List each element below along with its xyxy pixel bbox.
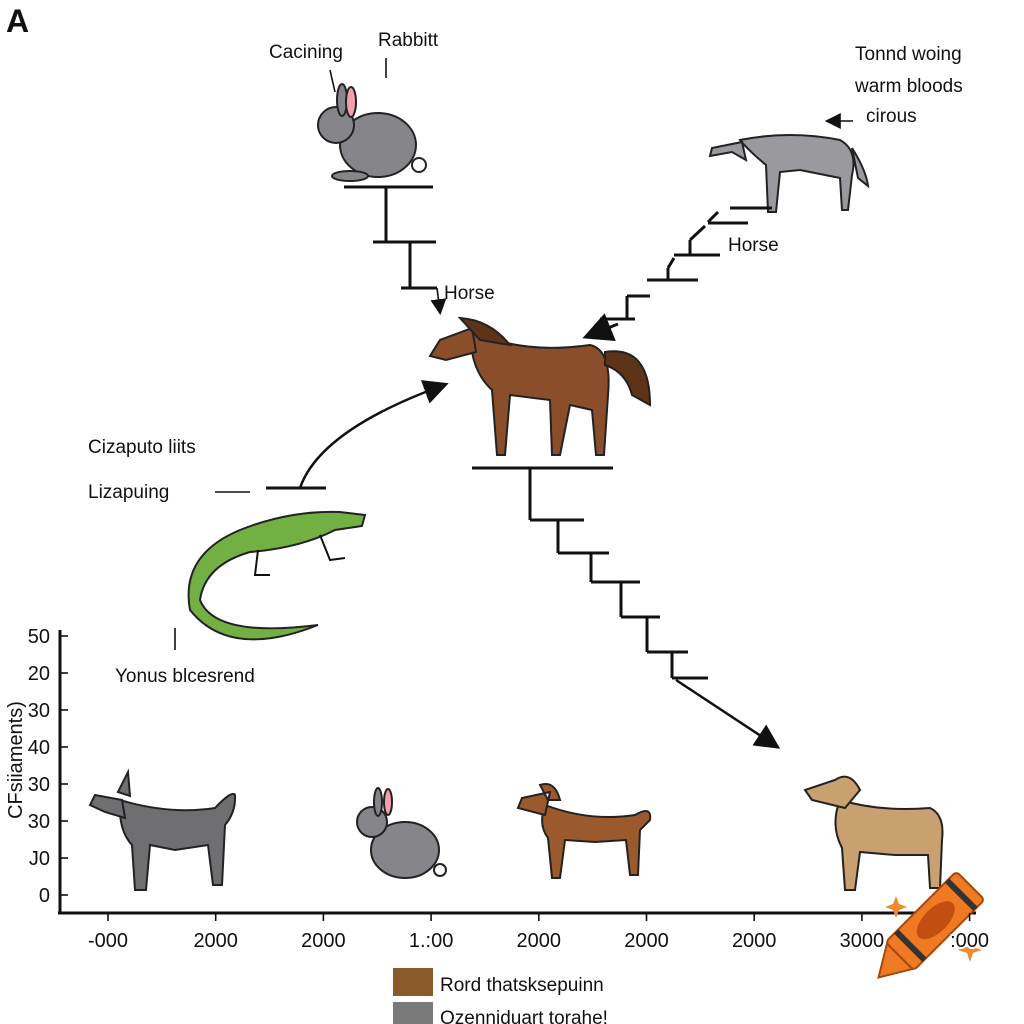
leader-line bbox=[329, 69, 336, 93]
label-tonnd-woing: Tonnd woing bbox=[855, 44, 962, 65]
legend: Rord thatsksepuinn Ozenniduart torahe! bbox=[393, 968, 608, 1024]
rabbit-illustration bbox=[317, 83, 427, 182]
x-tick-label: 2000 bbox=[517, 930, 562, 952]
rabbit-illustration bbox=[356, 787, 447, 879]
panel-label: A bbox=[6, 3, 29, 39]
crayon-icon bbox=[877, 872, 984, 979]
legend-swatch bbox=[393, 1002, 433, 1024]
label-lizapuing: Lizapuing bbox=[88, 482, 169, 503]
label-cacining: Cacining bbox=[269, 42, 343, 63]
y-tick-label: 50 bbox=[28, 626, 50, 648]
sparkle-icon bbox=[885, 896, 907, 918]
label-warm-bloods: warm bloods bbox=[854, 76, 963, 97]
lizard-illustration bbox=[187, 510, 367, 641]
legend-label: Ozenniduart torahe! bbox=[440, 1008, 608, 1024]
label-cizaputo-liits: Cizaputo liits bbox=[88, 437, 196, 458]
x-tick-label: -000 bbox=[88, 930, 128, 952]
y-tick-label: 30 bbox=[28, 774, 50, 796]
sparkle-icon bbox=[958, 938, 982, 962]
label-rabbitt: Rabbitt bbox=[378, 30, 439, 51]
y-tick-label: 0 bbox=[39, 885, 50, 907]
x-tick-label: 2000 bbox=[624, 930, 669, 952]
y-tick-label: J0 bbox=[29, 848, 50, 870]
label-cirous: cirous bbox=[866, 106, 917, 127]
label-yonus-blcesrend: Yonus blcesrend bbox=[115, 666, 255, 687]
legend-label: Rord thatsksepuinn bbox=[440, 975, 604, 996]
dog-illustration bbox=[88, 768, 237, 891]
arrow bbox=[298, 380, 449, 489]
dog-illustration bbox=[516, 783, 652, 879]
lineage-steps-lower bbox=[472, 466, 781, 749]
x-tick-label: 2000 bbox=[301, 930, 346, 952]
horse-illustration bbox=[708, 134, 870, 213]
x-tick-label: 1.:00 bbox=[409, 930, 453, 952]
lineage-steps-right bbox=[582, 206, 772, 342]
label-horse-right: Horse bbox=[728, 235, 779, 256]
x-tick-label: 2000 bbox=[732, 930, 777, 952]
label-horse-center: Horse bbox=[444, 283, 495, 304]
x-ticks: -000 2000 2000 1.:00 2000 2000 2000 3000 :000 bbox=[86, 913, 991, 954]
legend-swatch bbox=[393, 968, 433, 996]
y-tick-label: 20 bbox=[28, 663, 50, 685]
y-tick-label: 30 bbox=[28, 700, 50, 722]
dog-illustration bbox=[803, 775, 944, 891]
lineage-steps-left bbox=[344, 185, 447, 316]
y-axis-label: CFsiiaments) bbox=[5, 701, 27, 819]
x-tick-label: 2000 bbox=[193, 930, 238, 952]
x-tick-label: 3000 bbox=[840, 930, 885, 952]
y-tick-label: 30 bbox=[28, 811, 50, 833]
horse-illustration bbox=[428, 316, 652, 456]
y-tick-label: 40 bbox=[28, 737, 50, 759]
x-tick-label: :000 bbox=[950, 930, 989, 952]
